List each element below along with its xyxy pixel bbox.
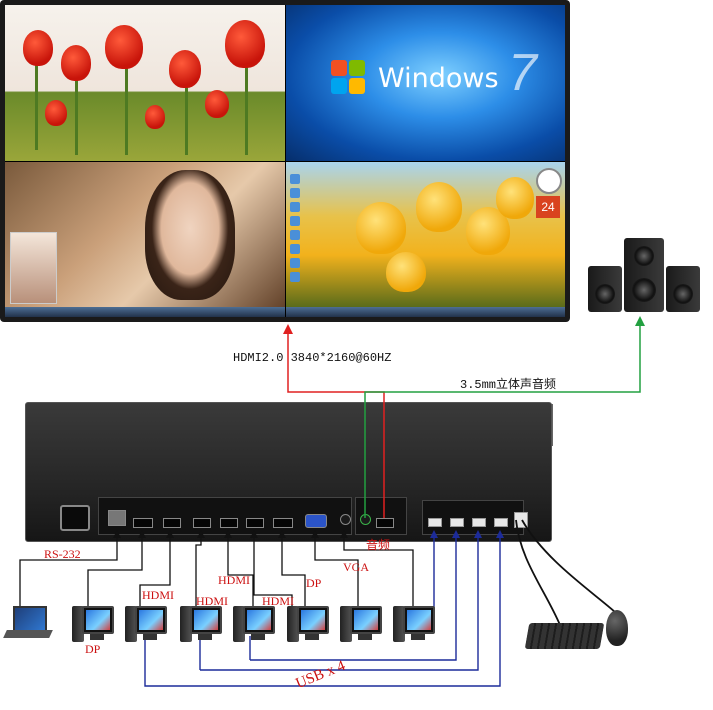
- speaker-left-icon: [588, 266, 622, 312]
- hdmi-port-2: [193, 518, 211, 528]
- rs232-port: [108, 510, 126, 526]
- taskbar: [5, 307, 285, 317]
- dp-line: [87, 536, 143, 610]
- keyboard-icon: [524, 623, 605, 649]
- dp-label-right: DP: [306, 576, 322, 590]
- hdmi-line-3: [227, 536, 254, 610]
- dp-line-2: [281, 536, 306, 610]
- clock-icon: [536, 168, 562, 194]
- portrait-image: [145, 170, 235, 300]
- hdmi-output-label: HDMI2.0 3840*2160@60HZ: [233, 351, 392, 365]
- quad-windows7: Windows 7: [286, 5, 565, 161]
- usb-line-4: [144, 536, 501, 687]
- dp-port-2: [273, 518, 293, 528]
- arrow-up-speaker: [635, 316, 645, 326]
- pc-icon: [340, 606, 382, 642]
- arrow-up-monitor: [283, 324, 293, 334]
- dp-label-left: DP: [85, 642, 101, 656]
- hdmi-line-4: [253, 536, 293, 610]
- pc-icon: [233, 606, 275, 642]
- usb-panel: [422, 500, 524, 535]
- speaker-right-icon: [666, 266, 700, 312]
- quad-portrait: [5, 162, 285, 317]
- hdmi-port-4: [246, 518, 264, 528]
- audio-port-label: 音频: [366, 538, 391, 552]
- hdmi-output-line: [287, 326, 385, 518]
- vga-label: VGA: [343, 560, 369, 574]
- vga-line: [314, 536, 359, 610]
- hdmi-label-4: HDMI: [262, 594, 294, 608]
- rs232-line: [19, 536, 118, 612]
- hdmi-line-2: [195, 536, 202, 610]
- usb-port-2: [450, 518, 464, 527]
- vga-port: [305, 514, 327, 528]
- usb-line-3: [200, 536, 479, 671]
- hdmi-label-1: HDMI: [142, 588, 174, 602]
- mouse-cable: [521, 519, 616, 613]
- rs232-label: RS-232: [44, 547, 81, 561]
- hdmi-label-2: HDMI: [196, 594, 228, 608]
- audio-output-line: [364, 318, 641, 518]
- pc-icon: [393, 606, 435, 642]
- hdmi-label-3: HDMI: [218, 573, 250, 587]
- audio-in-jack: [340, 514, 351, 525]
- quad-yellow-tulips: 24: [286, 162, 565, 317]
- audio-in-line: [343, 536, 414, 610]
- usb-line-2: [250, 536, 457, 661]
- taskbar: [286, 307, 565, 317]
- usb-port-1: [428, 518, 442, 527]
- windows-logo-icon: [331, 60, 367, 96]
- hdmi-port-3: [220, 518, 238, 528]
- pc-icon: [287, 606, 329, 642]
- hdmi-port-1: [163, 518, 181, 528]
- power-socket-icon: [60, 505, 90, 531]
- hdmi-out-port: [376, 518, 394, 528]
- monitor-screen: Windows 7 24: [5, 5, 565, 317]
- calendar-widget: 24: [536, 196, 560, 218]
- pc-icon: [72, 606, 114, 642]
- pc-icon: [180, 606, 222, 642]
- speaker-center-icon: [624, 238, 664, 312]
- display-monitor: Windows 7 24: [0, 0, 570, 322]
- usb-port-4: [494, 518, 508, 527]
- desktop-icons: [290, 170, 312, 286]
- dp-port: [133, 518, 153, 528]
- windows-text: Windows: [378, 63, 499, 94]
- mouse-icon: [606, 610, 628, 646]
- audio-output-label: 3.5mm立体声音频: [460, 378, 557, 392]
- laptop-icon: [3, 606, 53, 642]
- windows-version: 7: [508, 44, 537, 102]
- thumbnail-image: [10, 232, 57, 304]
- quad-red-tulips: [5, 5, 285, 161]
- usb-port-3: [472, 518, 486, 527]
- keyboard-cable: [515, 519, 561, 626]
- hdmi-line-1: [139, 536, 171, 610]
- pc-icon: [125, 606, 167, 642]
